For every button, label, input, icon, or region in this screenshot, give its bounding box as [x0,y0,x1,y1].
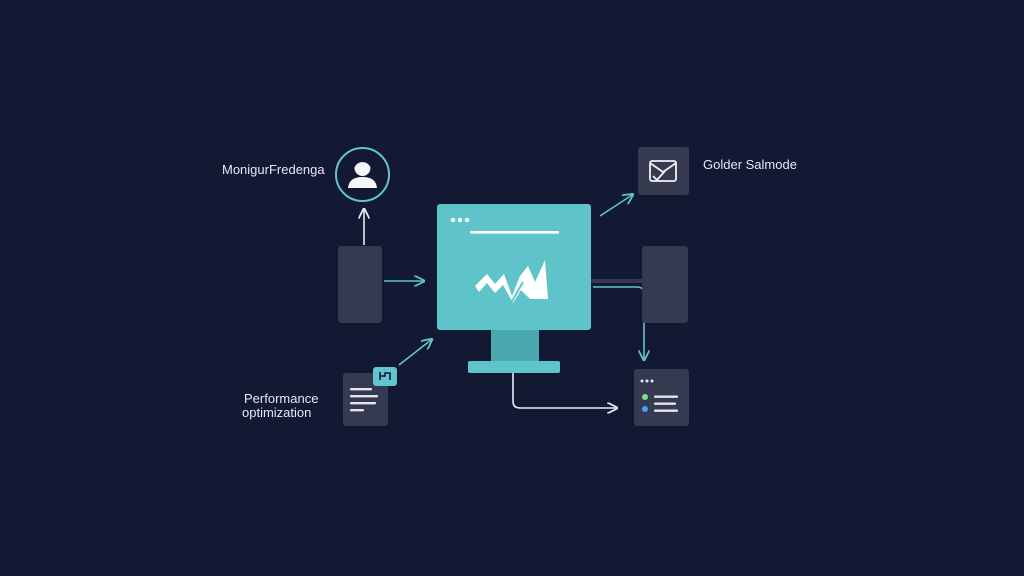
monitor-neck [491,330,539,363]
list-card-icon [640,379,678,412]
performance-label-line2: optimization [242,405,312,420]
document-tag-icon [373,367,397,386]
mail-check-icon [649,160,677,182]
arrow-doc-to-monitor [398,340,431,366]
left-node-block [338,246,382,323]
mail-card [638,147,689,195]
monitor-screen [437,204,591,330]
performance-label: Performance optimization [242,391,319,420]
document-lines-icon [350,388,378,412]
monitor-base [468,361,560,373]
other-label: Golder Salmode [703,157,797,172]
arrow-base-to-list [512,373,616,408]
performance-label-line1: Performance [244,391,319,406]
zigzag-chart-icon [450,217,559,304]
user-label: MonigurFredenga [222,162,325,177]
arrow-monitor-to-mail [599,195,632,217]
arrow-monitor-to-list [593,286,644,359]
user-avatar-icon [348,158,377,188]
right-node-block [642,246,688,323]
user-avatar [335,147,390,202]
list-card [634,369,689,426]
